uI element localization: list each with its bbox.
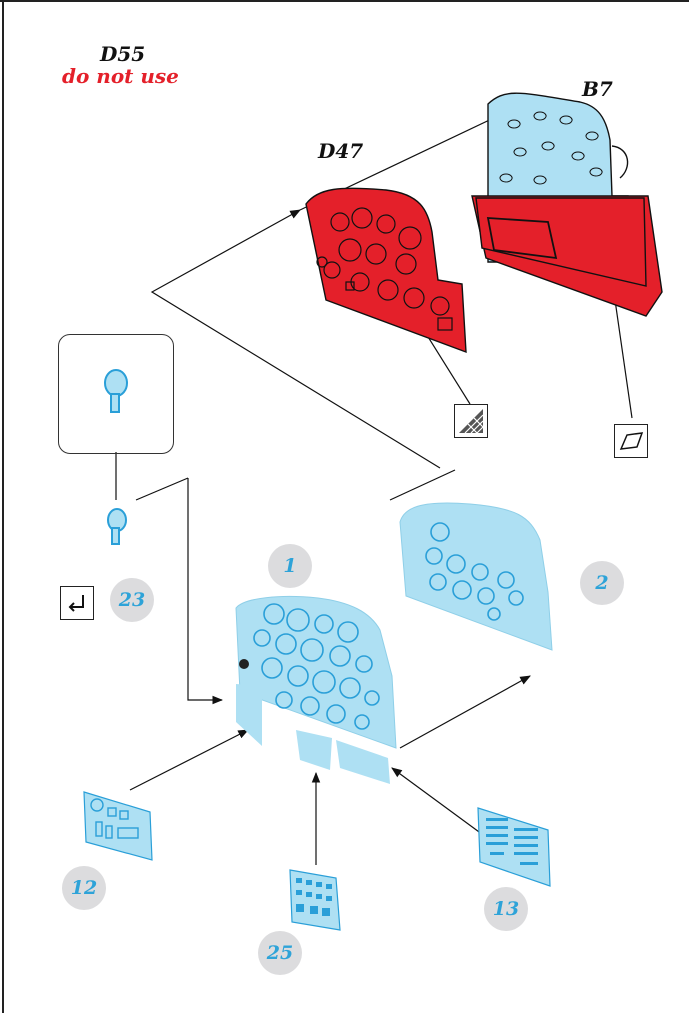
badge-23: 23 xyxy=(110,578,154,622)
part-d47 xyxy=(305,187,467,354)
detail-inset-box xyxy=(58,334,174,454)
leader-12-to-panel xyxy=(129,729,249,791)
glue-cement-icon xyxy=(454,404,488,438)
page-border-left xyxy=(2,0,4,1013)
part-b7 xyxy=(471,92,663,317)
label-d55-note: do not use xyxy=(62,64,179,88)
part-1-decal xyxy=(235,596,397,784)
part-25-decal xyxy=(289,869,341,931)
label-b7: B7 xyxy=(582,77,613,101)
leader-panel-to-2 xyxy=(399,675,531,749)
leader-23-to-panel xyxy=(187,478,224,705)
leader-d47-assembly xyxy=(150,209,441,469)
badge-12: 12 xyxy=(62,866,106,910)
page-border-top xyxy=(0,0,689,2)
leader-13-to-panel xyxy=(391,767,491,841)
badge-25: 25 xyxy=(258,931,302,975)
part-2-decal xyxy=(399,502,553,651)
part-12-decal xyxy=(83,791,153,861)
badge-13: 13 xyxy=(484,887,528,931)
part-13-decal xyxy=(477,807,551,887)
lever-detail-icon xyxy=(104,369,128,413)
label-d55-code: D55 xyxy=(100,42,146,66)
bend-arrow-icon xyxy=(60,586,94,620)
lever-part xyxy=(107,508,127,545)
leader-b7-paint xyxy=(614,299,633,419)
badge-2: 2 xyxy=(580,561,624,605)
label-d47: D47 xyxy=(318,139,364,163)
leader-23-connector xyxy=(135,477,189,501)
leader-2-top xyxy=(389,469,456,501)
badge-1: 1 xyxy=(268,544,312,588)
paint-apply-icon xyxy=(614,424,648,458)
